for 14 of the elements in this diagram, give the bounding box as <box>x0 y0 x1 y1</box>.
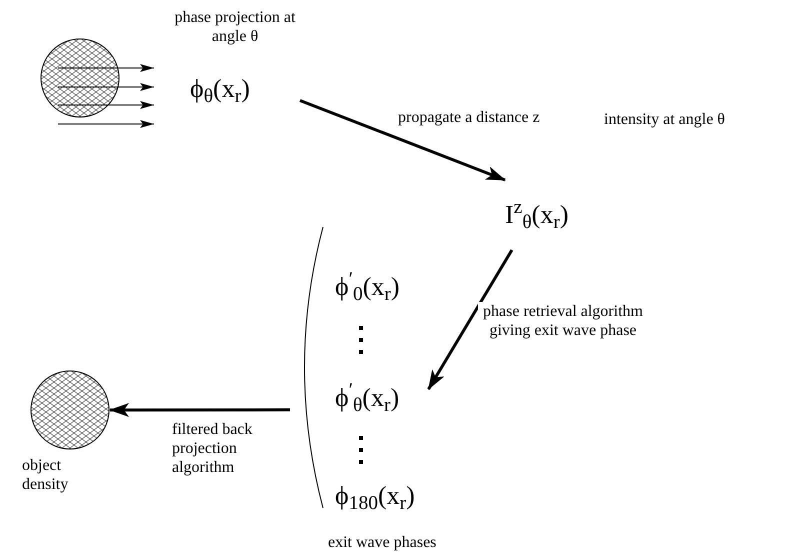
arrow <box>109 402 290 417</box>
formula: ϕ$_{θ}$(x$_{r}$) <box>190 66 300 112</box>
formula: I$^{z}$$_{θ}$(x$_{r}$) <box>505 180 620 250</box>
group-caption: exit wave phases <box>328 533 436 553</box>
node-label: phase projection at angle θ <box>174 8 296 46</box>
formula: ϕ$^{′}$$_{θ}$(x$_{r}$) <box>335 376 445 420</box>
hatched-sphere <box>30 370 110 450</box>
formula: ϕ$^{′}$$_{0}$(x$_{r}$) <box>335 266 445 308</box>
hatched-sphere <box>40 38 120 118</box>
formula: ϕ$_{180}$(x$_{r}$) <box>335 474 450 518</box>
annotation: intensity at angle θ <box>604 110 725 129</box>
arrow <box>427 249 514 390</box>
node-label: object density <box>22 456 70 494</box>
arrow <box>299 99 506 182</box>
